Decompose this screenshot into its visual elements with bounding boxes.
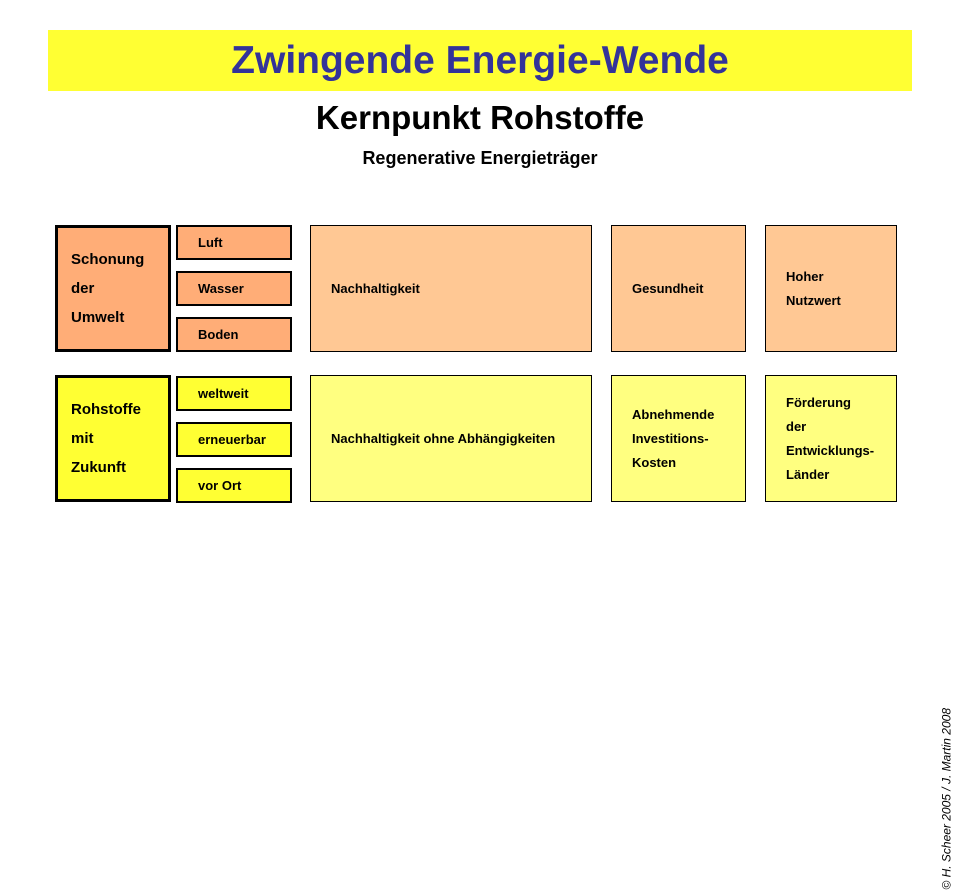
box-text-line: Gesundheit (632, 280, 704, 296)
box-text-line: erneuerbar (198, 431, 266, 447)
box-text-line: Boden (198, 326, 239, 342)
box-text-line: Rohstoffe (71, 400, 141, 418)
box-text-line: Schonung (71, 250, 145, 268)
box-text-line: vor Ort (198, 477, 242, 493)
title-banner: Zwingende Energie-Wende (48, 30, 912, 91)
box-erneuerbar: erneuerbar (176, 422, 292, 457)
box-text-line: Investitions- (632, 430, 709, 446)
box-text-line: Entwicklungs- (786, 442, 875, 458)
box-vor-ort: vor Ort (176, 468, 292, 503)
box-luft: Luft (176, 225, 292, 260)
slide-title: Zwingende Energie-Wende (231, 38, 729, 82)
box-text-line: weltweit (198, 385, 249, 401)
box-text-line: Zukunft (71, 458, 126, 476)
box-text-line: Umwelt (71, 308, 125, 326)
box-gesundheit: Gesundheit (611, 225, 746, 352)
box-text-line: der (786, 418, 807, 434)
box-text-line: Hoher (786, 268, 824, 284)
box-nachhaltigkeit-ohne-abhaengigkeiten: Nachhaltigkeit ohne Abhängigkeiten (310, 375, 592, 502)
box-foerderung-entwicklungslaender: Förderung der Entwicklungs- Länder (765, 375, 897, 502)
box-hoher-nutzwert: Hoher Nutzwert (765, 225, 897, 352)
slide-heading: Kernpunkt Rohstoffe (315, 99, 645, 136)
box-text-line: Wasser (198, 280, 244, 296)
box-text-line: der (71, 279, 95, 297)
box-text-line: Länder (786, 466, 830, 482)
box-wasser: Wasser (176, 271, 292, 306)
box-text-line: Kosten (632, 454, 677, 470)
box-text-line: Förderung (786, 394, 851, 410)
copyright-label: © H. Scheer 2005 / J. Martin 2008 (940, 708, 954, 890)
box-text-line: Nutzwert (786, 292, 841, 308)
slide-subheading: Regenerative Energieträger (362, 148, 598, 168)
box-rohstoffe-mit-zukunft: Rohstoffe mit Zukunft (55, 375, 171, 502)
box-text-line: mit (71, 429, 94, 447)
box-text-line: Nachhaltigkeit (331, 280, 420, 296)
box-text-line: Abnehmende (632, 406, 715, 422)
box-weltweit: weltweit (176, 376, 292, 411)
box-text-line: Nachhaltigkeit ohne Abhängigkeiten (331, 430, 556, 446)
box-schonung-der-umwelt: Schonung der Umwelt (55, 225, 171, 352)
box-abnehmende-investitionskosten: Abnehmende Investitions- Kosten (611, 375, 746, 502)
box-boden: Boden (176, 317, 292, 352)
box-nachhaltigkeit: Nachhaltigkeit (310, 225, 592, 352)
box-text-line: Luft (198, 234, 223, 250)
